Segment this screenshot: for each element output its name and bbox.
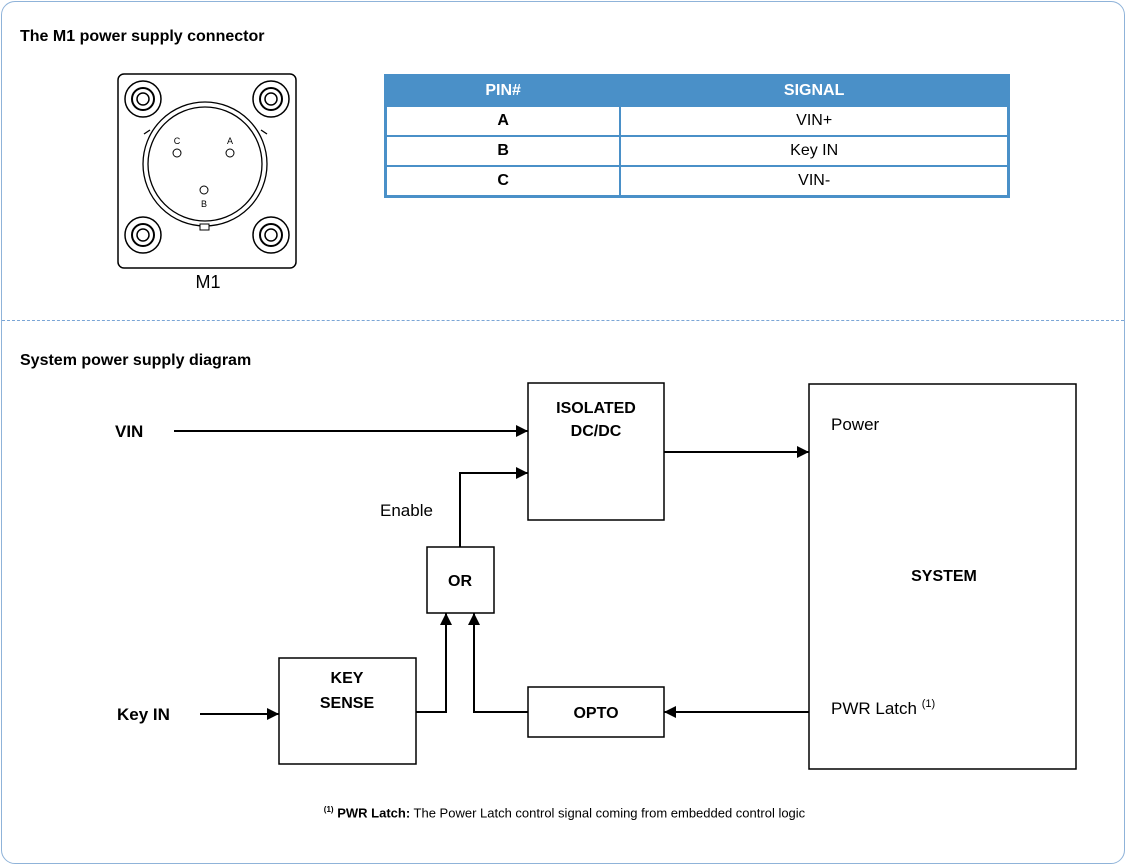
diagram-section-title: System power supply diagram (20, 352, 252, 369)
pin-b-label: B (201, 199, 207, 209)
section-divider (2, 320, 1124, 321)
mounting-hole-bottom-right (252, 216, 290, 254)
opto-to-or-line (468, 613, 528, 713)
system-block (808, 383, 1077, 770)
pin-a (225, 148, 235, 158)
pin-cell: C (384, 165, 622, 198)
power-label: Power (831, 415, 880, 434)
key-label: KEY (331, 670, 364, 687)
footnote: (1) PWR Latch: The Power Latch control s… (0, 805, 1129, 820)
dcdc-label: DC/DC (571, 423, 622, 440)
footnote-term: PWR Latch: (337, 805, 411, 821)
signal-cell: Key IN (619, 135, 1010, 167)
enable-line (459, 467, 528, 547)
table-header-row: PIN# SIGNAL (384, 74, 1010, 107)
pwr-latch-text: PWR Latch (831, 699, 917, 718)
table-row: B Key IN (384, 135, 1010, 167)
mounting-hole-top-left (124, 80, 162, 118)
key-sense-to-or-line (416, 613, 452, 713)
pin-c-label: C (174, 136, 181, 146)
enable-label: Enable (380, 501, 433, 520)
system-label: SYSTEM (911, 568, 977, 585)
sense-label: SENSE (320, 695, 375, 712)
m1-connector-drawing: C A B M1 (117, 73, 297, 292)
pin-c (172, 148, 182, 158)
or-block (426, 546, 495, 614)
pin-b (199, 185, 209, 195)
opto-block (527, 686, 665, 738)
mounting-hole-bottom-left (124, 216, 162, 254)
key-sense-block (278, 657, 417, 765)
pin-cell: A (384, 105, 622, 137)
table-row: A VIN+ (384, 105, 1010, 137)
pwr-latch-label: PWR Latch (1) (831, 698, 935, 718)
isolated-dcdc-block (527, 382, 665, 521)
key-in-label: Key IN (117, 705, 170, 724)
pin-cell: B (384, 135, 622, 167)
or-label: OR (448, 573, 472, 590)
table-row: C VIN- (384, 165, 1010, 198)
isolated-label: ISOLATED (556, 400, 636, 417)
footnote-ref: (1) (323, 805, 334, 814)
signal-cell: VIN- (619, 165, 1010, 198)
header-signal: SIGNAL (619, 74, 1010, 107)
pwr-latch-footnote-ref: (1) (922, 698, 935, 710)
opto-label: OPTO (573, 705, 618, 722)
signal-cell: VIN+ (619, 105, 1010, 137)
pin-signal-table: PIN# SIGNAL A VIN+ B Key IN C VIN- (384, 74, 1010, 198)
pin-a-label: A (227, 136, 233, 146)
vin-label: VIN (115, 422, 143, 441)
connector-label: M1 (195, 272, 220, 292)
connector-section-title: The M1 power supply connector (20, 28, 265, 45)
mounting-hole-top-right (252, 80, 290, 118)
footnote-text: The Power Latch control signal coming fr… (410, 805, 806, 821)
